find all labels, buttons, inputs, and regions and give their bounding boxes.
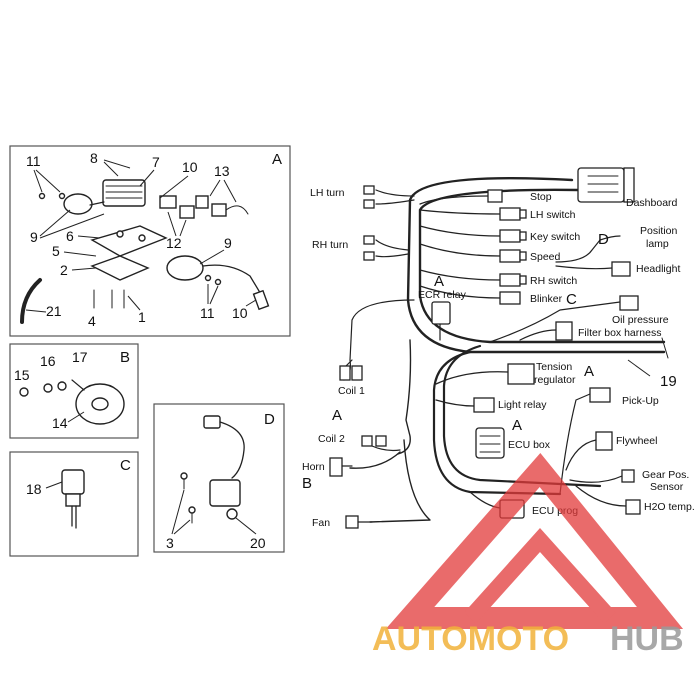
label-filter-box: Filter box harness	[578, 327, 661, 339]
label-headlight: Headlight	[636, 263, 680, 275]
callout-9b: 9	[224, 235, 232, 251]
label-flywheel: Flywheel	[616, 435, 657, 447]
callout-10: 10	[182, 159, 198, 175]
panel-d-letter: D	[264, 411, 275, 428]
panel-c: C 18	[9, 451, 139, 557]
label-speed: Speed	[530, 251, 561, 263]
label-coil2: Coil 2	[318, 433, 345, 445]
relay-drawing	[180, 415, 245, 524]
callout-9a: 9	[30, 229, 38, 245]
ref-19: 19	[660, 373, 677, 390]
label-stop: Stop	[530, 191, 552, 203]
label-lh-switch: LH switch	[530, 209, 576, 221]
panel-a: A	[9, 145, 291, 337]
label-ecu-box: ECU box	[508, 439, 551, 451]
label-dashboard: Dashboard	[626, 197, 678, 209]
panel-a-letter: A	[272, 151, 282, 168]
label-oil-pressure: Oil pressure	[612, 314, 669, 326]
label-tension-2: regulator	[534, 374, 576, 386]
watermark-logo	[385, 452, 684, 629]
callout-20: 20	[250, 535, 266, 551]
callout-4: 4	[88, 313, 96, 329]
label-pick-up: Pick-Up	[622, 395, 659, 407]
main-harness	[329, 167, 669, 529]
label-blinker: Blinker	[530, 293, 563, 305]
panel-b-letter: B	[120, 349, 130, 366]
panel-a-callouts: 11 8 7 10 13 9 6 5 2 12 9 21 4 1	[25, 150, 257, 329]
callout-14: 14	[52, 415, 68, 431]
panel-b: B 15 16 17 14	[9, 343, 139, 439]
label-coil1: Coil 1	[338, 385, 365, 397]
callout-7: 7	[152, 154, 160, 170]
ref-a-tension: A	[584, 363, 594, 380]
ref-a-ecr: A	[434, 273, 444, 290]
callout-6: 6	[66, 228, 74, 244]
ref-c-oil: C	[566, 291, 577, 308]
ref-a-ecu: A	[512, 417, 522, 434]
callout-10b: 10	[232, 305, 248, 321]
label-gear-pos-1: Gear Pos.	[642, 469, 689, 481]
ref-a-coil2: A	[332, 407, 342, 424]
label-tension-1: Tension	[536, 361, 572, 373]
callout-2: 2	[60, 262, 68, 278]
label-light-relay: Light relay	[498, 399, 547, 411]
label-lh-turn: LH turn	[310, 187, 345, 199]
label-position-lamp-2: lamp	[646, 238, 669, 250]
callout-3: 3	[166, 535, 174, 551]
label-position-lamp-1: Position	[640, 225, 678, 237]
callout-17: 17	[72, 349, 88, 365]
label-horn: Horn	[302, 461, 325, 473]
watermark-text-left: AUTOMOTO	[372, 620, 569, 658]
callout-18: 18	[26, 481, 42, 497]
coil-assembly-drawing	[20, 179, 270, 324]
callout-15: 15	[14, 367, 30, 383]
ref-b-horn: B	[302, 475, 312, 492]
callout-1: 1	[138, 309, 146, 325]
callout-8: 8	[90, 150, 98, 166]
callout-21: 21	[46, 303, 62, 319]
harness-labels: LH turn RH turn Dashboard Stop LH switch…	[302, 187, 695, 529]
watermark-text: AUTOMOTO HUB	[372, 620, 684, 658]
label-h2o: H2O temp.	[644, 501, 695, 513]
callout-11: 11	[26, 153, 41, 169]
callout-16: 16	[40, 353, 56, 369]
label-key-switch: Key switch	[530, 231, 580, 243]
label-rh-turn: RH turn	[312, 239, 348, 251]
ref-d-position: D	[598, 231, 609, 248]
callout-13: 13	[214, 163, 230, 179]
label-gear-pos-2: Sensor	[650, 481, 684, 493]
callout-11b: 11	[200, 305, 215, 321]
horn-drawing	[19, 379, 125, 425]
callout-5: 5	[52, 243, 60, 259]
label-fan: Fan	[312, 517, 330, 529]
label-rh-switch: RH switch	[530, 275, 577, 287]
watermark-text-right: HUB	[610, 620, 684, 658]
panel-c-letter: C	[120, 457, 131, 474]
label-ecr-relay: ECR relay	[418, 289, 467, 301]
panel-d: D 3 20	[153, 403, 285, 553]
harness-refs: D A C 19 A A A B	[302, 231, 677, 492]
callout-12: 12	[166, 235, 182, 251]
